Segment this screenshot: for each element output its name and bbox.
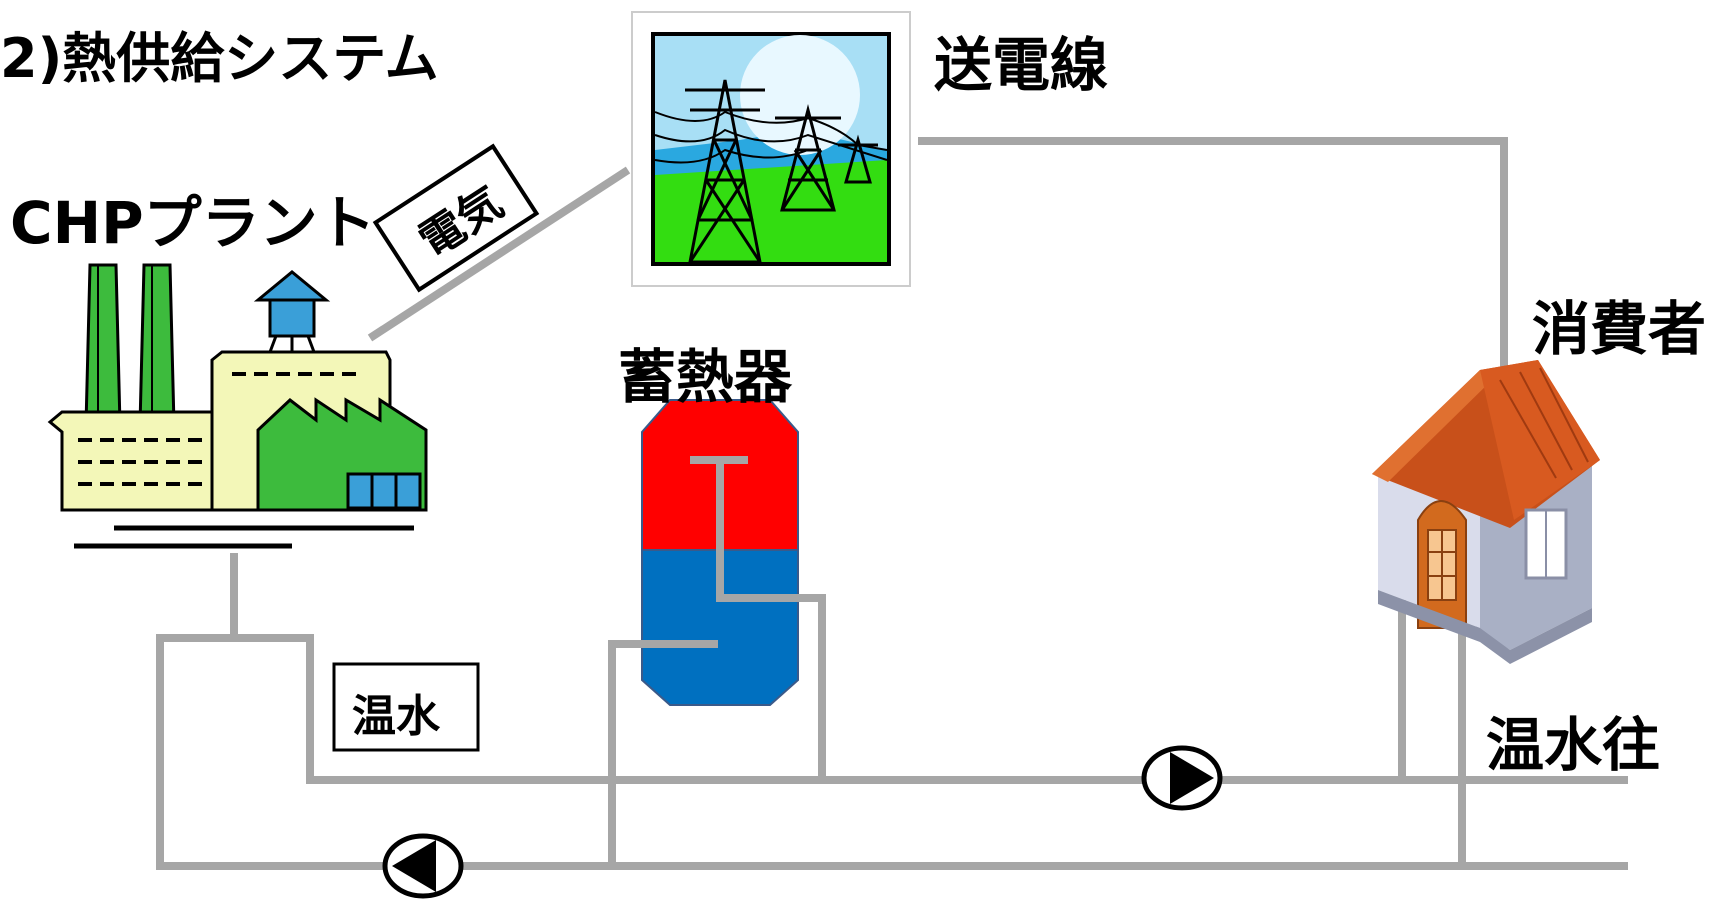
pump-icon xyxy=(1141,745,1223,811)
heat-storage-tank xyxy=(612,399,822,706)
hot-water-label: 温水 xyxy=(352,691,440,742)
hot-water-supply-label: 温水往 xyxy=(1486,711,1661,779)
chp-plant-label: CHPプラント xyxy=(10,189,376,257)
diagram-title: 2)熱供給システム xyxy=(0,27,439,90)
electricity-tag xyxy=(372,143,540,293)
transmission-line-label: 送電線 xyxy=(934,31,1109,99)
transmission-line xyxy=(918,137,1508,368)
consumer-label: 消費者 xyxy=(1532,295,1707,363)
electricity-line xyxy=(367,166,631,342)
power-line-icon xyxy=(631,11,911,287)
chp-plant-icon xyxy=(47,263,428,549)
heat-storage-label: 蓄熱器 xyxy=(618,343,793,411)
house-icon xyxy=(1372,360,1600,664)
pump-icon xyxy=(382,833,464,899)
hot-water-tag xyxy=(332,662,480,752)
